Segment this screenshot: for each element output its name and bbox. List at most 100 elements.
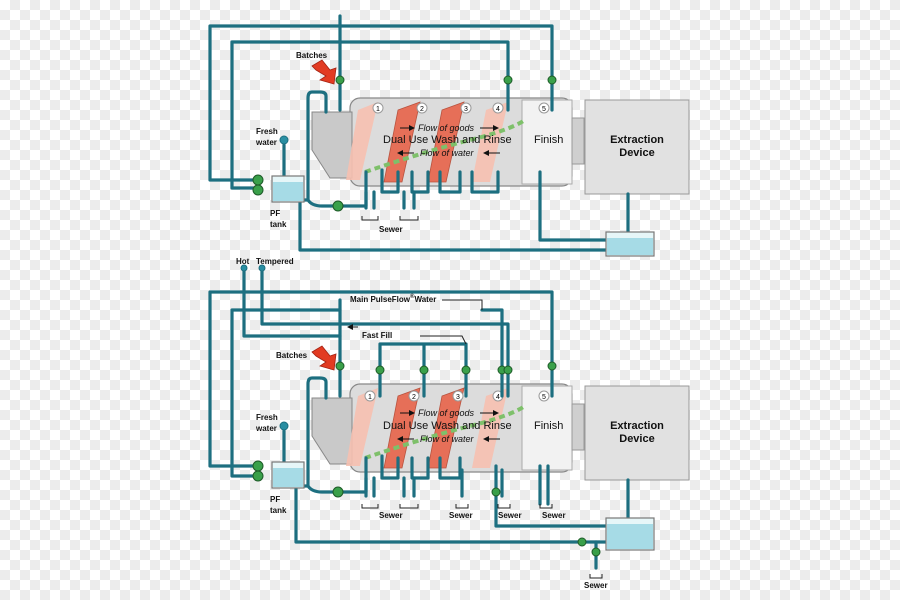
bottom-pf-label-1: PF <box>270 495 280 504</box>
bottom-main-pulseflow-label: Main PulseFlow®Water <box>350 293 436 304</box>
bottom-valve-overflow <box>591 547 601 557</box>
bottom-batches-label: Batches <box>276 351 308 360</box>
bottom-batches-arrow <box>311 345 337 371</box>
bottom-flow-of-goods: Flow of goods <box>418 408 475 418</box>
bottom-valve-ff1 <box>375 365 385 375</box>
bottom-pipe-hot <box>242 266 342 338</box>
top-hopper <box>311 111 353 179</box>
top-valve-module4 <box>503 75 513 85</box>
bottom-flow-of-water: Flow of water <box>420 434 475 444</box>
bottom-fresh-water-source <box>279 421 289 431</box>
bottom-tempered-source <box>258 264 266 272</box>
top-flow-of-water: Flow of water <box>420 148 475 158</box>
bottom-pump-2 <box>252 470 264 482</box>
bottom-collection-tank-water <box>607 524 653 549</box>
top-blade-2 <box>383 101 421 183</box>
bottom-fastfill-leader <box>420 335 467 345</box>
top-pipe-left-loop <box>208 24 342 182</box>
top-blade-3 <box>427 101 465 183</box>
top-pf-label-2: tank <box>270 220 287 229</box>
bottom-sewer-label-4: Sewer <box>542 511 566 520</box>
top-pipe-return <box>298 198 608 252</box>
top-drum-end <box>571 117 585 165</box>
top-module-5: 5 <box>542 106 546 113</box>
bottom-pipe-finish-drain <box>538 464 550 506</box>
bottom-pipe-sewer-drops <box>364 468 504 498</box>
top-pump-2 <box>252 184 264 196</box>
bottom-sewer-label-3: Sewer <box>498 511 522 520</box>
top-diagram: 1 2 3 4 5 Flow of goods Dual Use Wash an… <box>208 14 690 257</box>
top-sewer-brackets <box>361 216 419 221</box>
bottom-pipe-module4-drain <box>494 464 608 528</box>
top-water-flow-dash <box>364 118 527 174</box>
top-fresh-water-source <box>279 135 289 145</box>
top-blade-1 <box>346 102 378 180</box>
bottom-pipe-hopper <box>306 376 328 488</box>
top-device-line-2: Device <box>619 147 654 159</box>
bottom-pump-3 <box>332 486 344 498</box>
bottom-extraction-device <box>584 385 690 481</box>
bottom-hopper <box>311 397 353 465</box>
bottom-fresh-label-1: Fresh <box>256 413 278 422</box>
top-extraction-device <box>584 99 690 195</box>
bottom-valve-finish <box>547 361 557 371</box>
bottom-module-5: 5 <box>542 394 546 401</box>
bottom-module-2: 2 <box>412 394 416 401</box>
top-sewer-label: Sewer <box>379 225 403 234</box>
top-pipe-finish-drain <box>538 170 608 242</box>
top-pump-3 <box>332 200 344 212</box>
bottom-pipe-tempered <box>260 266 510 398</box>
bottom-sewer-label-1: Sewer <box>379 511 403 520</box>
top-pipe-counterflow <box>380 168 500 194</box>
bottom-pipe-inner-loop <box>230 308 342 478</box>
top-batches-label: Batches <box>296 51 328 60</box>
bottom-finish-label: Finish <box>534 420 563 432</box>
bottom-hot-source <box>240 264 248 272</box>
bottom-blade-4 <box>472 388 508 468</box>
top-pipe-sewer-drops <box>364 190 416 210</box>
bottom-pulseflow-leader <box>442 299 483 310</box>
bottom-sewer-brackets <box>361 504 603 579</box>
top-module-4: 4 <box>496 106 500 113</box>
bottom-drum-label: Dual Use Wash and Rinse <box>383 420 512 432</box>
top-module-2: 2 <box>420 106 424 113</box>
bottom-pipe-return <box>294 484 608 544</box>
bottom-valve-batches <box>335 361 345 371</box>
top-device-line-1: Extraction <box>610 134 664 146</box>
top-pf-tank-water <box>273 182 303 201</box>
top-pipe-hopper <box>306 90 328 202</box>
bottom-pipe-outer-loop <box>208 290 554 468</box>
top-module-1: 1 <box>376 106 380 113</box>
top-flow-of-goods: Flow of goods <box>418 123 475 133</box>
top-pipe-inner-loop <box>230 40 510 190</box>
bottom-module-3: 3 <box>456 394 460 401</box>
top-fresh-label-2: water <box>255 138 277 147</box>
top-module-3: 3 <box>464 106 468 113</box>
bottom-fast-fill-label: Fast Fill <box>362 331 392 340</box>
bottom-diagram: 1 2 3 4 5 Flow of goods Dual Use Wash an… <box>208 257 690 590</box>
top-fresh-label-1: Fresh <box>256 127 278 136</box>
bottom-pf-label-2: tank <box>270 506 287 515</box>
bottom-valve-ff3 <box>461 365 471 375</box>
top-collection-tank-water <box>607 238 653 255</box>
bottom-device-line-2: Device <box>619 433 654 445</box>
top-valve-batches <box>335 75 345 85</box>
bottom-hot-label: Hot <box>236 257 250 266</box>
bottom-fresh-label-2: water <box>255 424 277 433</box>
bottom-pump-1 <box>252 460 264 472</box>
top-valve-finish <box>547 75 557 85</box>
bottom-blade-1 <box>346 388 378 466</box>
bottom-valve-tempered <box>503 365 513 375</box>
bottom-device-line-1: Extraction <box>610 420 664 432</box>
bottom-water-flow-dash <box>364 404 527 460</box>
bottom-module-4: 4 <box>496 394 500 401</box>
top-blade-4 <box>472 102 508 182</box>
bottom-sewer-label-2: Sewer <box>449 511 473 520</box>
top-batches-arrow <box>311 59 337 85</box>
bottom-tempered-label: Tempered <box>256 257 294 266</box>
bottom-pipe-counterflow <box>380 454 462 480</box>
bottom-drum-end <box>571 403 585 451</box>
bottom-pf-tank-water <box>273 468 303 487</box>
bottom-valve-return <box>577 537 587 547</box>
